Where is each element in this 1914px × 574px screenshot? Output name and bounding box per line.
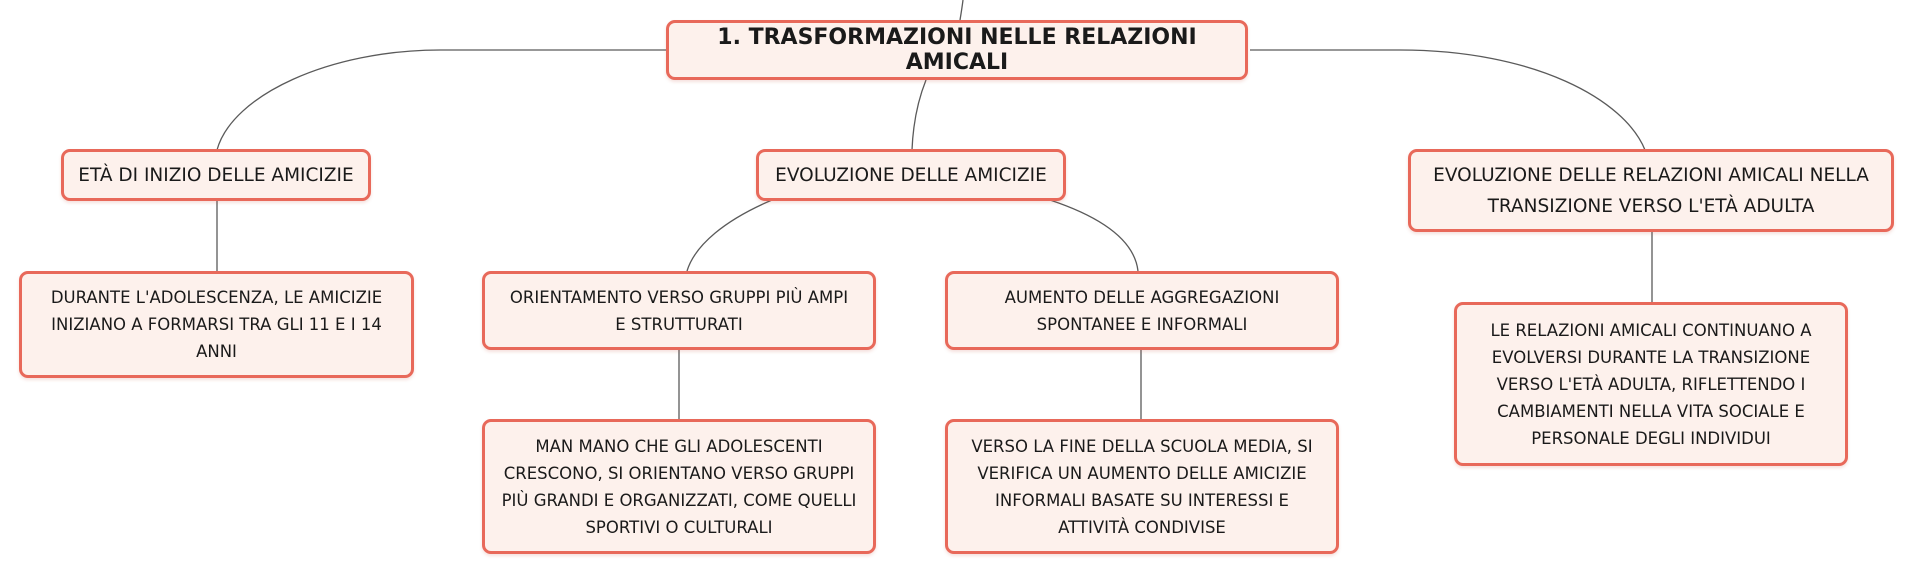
connector-to-parent <box>959 0 964 21</box>
connector-branch-2-to-sub-1 <box>686 199 773 272</box>
branch-node-label: ETÀ DI INIZIO DELLE AMICIZIE <box>78 164 354 186</box>
detail-node-label: MAN MANO CHE GLI ADOLESCENTI CRESCONO, S… <box>501 436 857 537</box>
detail-node-gruppi-organizzati[interactable]: MAN MANO CHE GLI ADOLESCENTI CRESCONO, S… <box>482 419 876 554</box>
branch-node-eta-inizio[interactable]: ETÀ DI INIZIO DELLE AMICIZIE <box>61 149 371 201</box>
detail-node-amicizie-informali[interactable]: VERSO LA FINE DELLA SCUOLA MEDIA, SI VER… <box>945 419 1339 554</box>
leaf-node-inizio-amicizie[interactable]: DURANTE L'ADOLESCENZA, LE AMICIZIE INIZI… <box>19 271 414 378</box>
leaf-node-label: DURANTE L'ADOLESCENZA, LE AMICIZIE INIZI… <box>50 288 383 361</box>
sub-node-gruppi-ampi[interactable]: ORIENTAMENTO VERSO GRUPPI PIÙ AMPI E STR… <box>482 271 876 350</box>
sub-node-aggregazioni-spontanee[interactable]: AUMENTO DELLE AGGREGAZIONI SPONTANEE E I… <box>945 271 1339 350</box>
detail-node-label: VERSO LA FINE DELLA SCUOLA MEDIA, SI VER… <box>971 436 1313 537</box>
connector-root-to-branch-3 <box>1250 49 1646 151</box>
connector-root-to-branch-2 <box>911 79 927 151</box>
connector-root-to-branch-1 <box>216 49 668 151</box>
root-node-label: 1. TRASFORMAZIONI NELLE RELAZIONI AMICAL… <box>717 25 1197 75</box>
branch-node-evoluzione-amicizie[interactable]: EVOLUZIONE DELLE AMICIZIE <box>756 149 1066 201</box>
leaf-node-label: LE RELAZIONI AMICALI CONTINUANO A EVOLVE… <box>1490 320 1812 448</box>
sub-node-label: AUMENTO DELLE AGGREGAZIONI SPONTANEE E I… <box>1004 287 1280 334</box>
sub-node-label: ORIENTAMENTO VERSO GRUPPI PIÙ AMPI E STR… <box>509 287 849 334</box>
connector-branch-2-to-sub-2 <box>1049 199 1139 272</box>
branch-node-transizione-eta-adulta[interactable]: EVOLUZIONE DELLE RELAZIONI AMICALI NELLA… <box>1408 149 1894 232</box>
branch-node-label: EVOLUZIONE DELLE RELAZIONI AMICALI NELLA… <box>1433 164 1869 217</box>
leaf-node-relazioni-eta-adulta[interactable]: LE RELAZIONI AMICALI CONTINUANO A EVOLVE… <box>1454 302 1848 466</box>
root-node[interactable]: 1. TRASFORMAZIONI NELLE RELAZIONI AMICAL… <box>666 20 1248 80</box>
branch-node-label: EVOLUZIONE DELLE AMICIZIE <box>775 164 1047 186</box>
